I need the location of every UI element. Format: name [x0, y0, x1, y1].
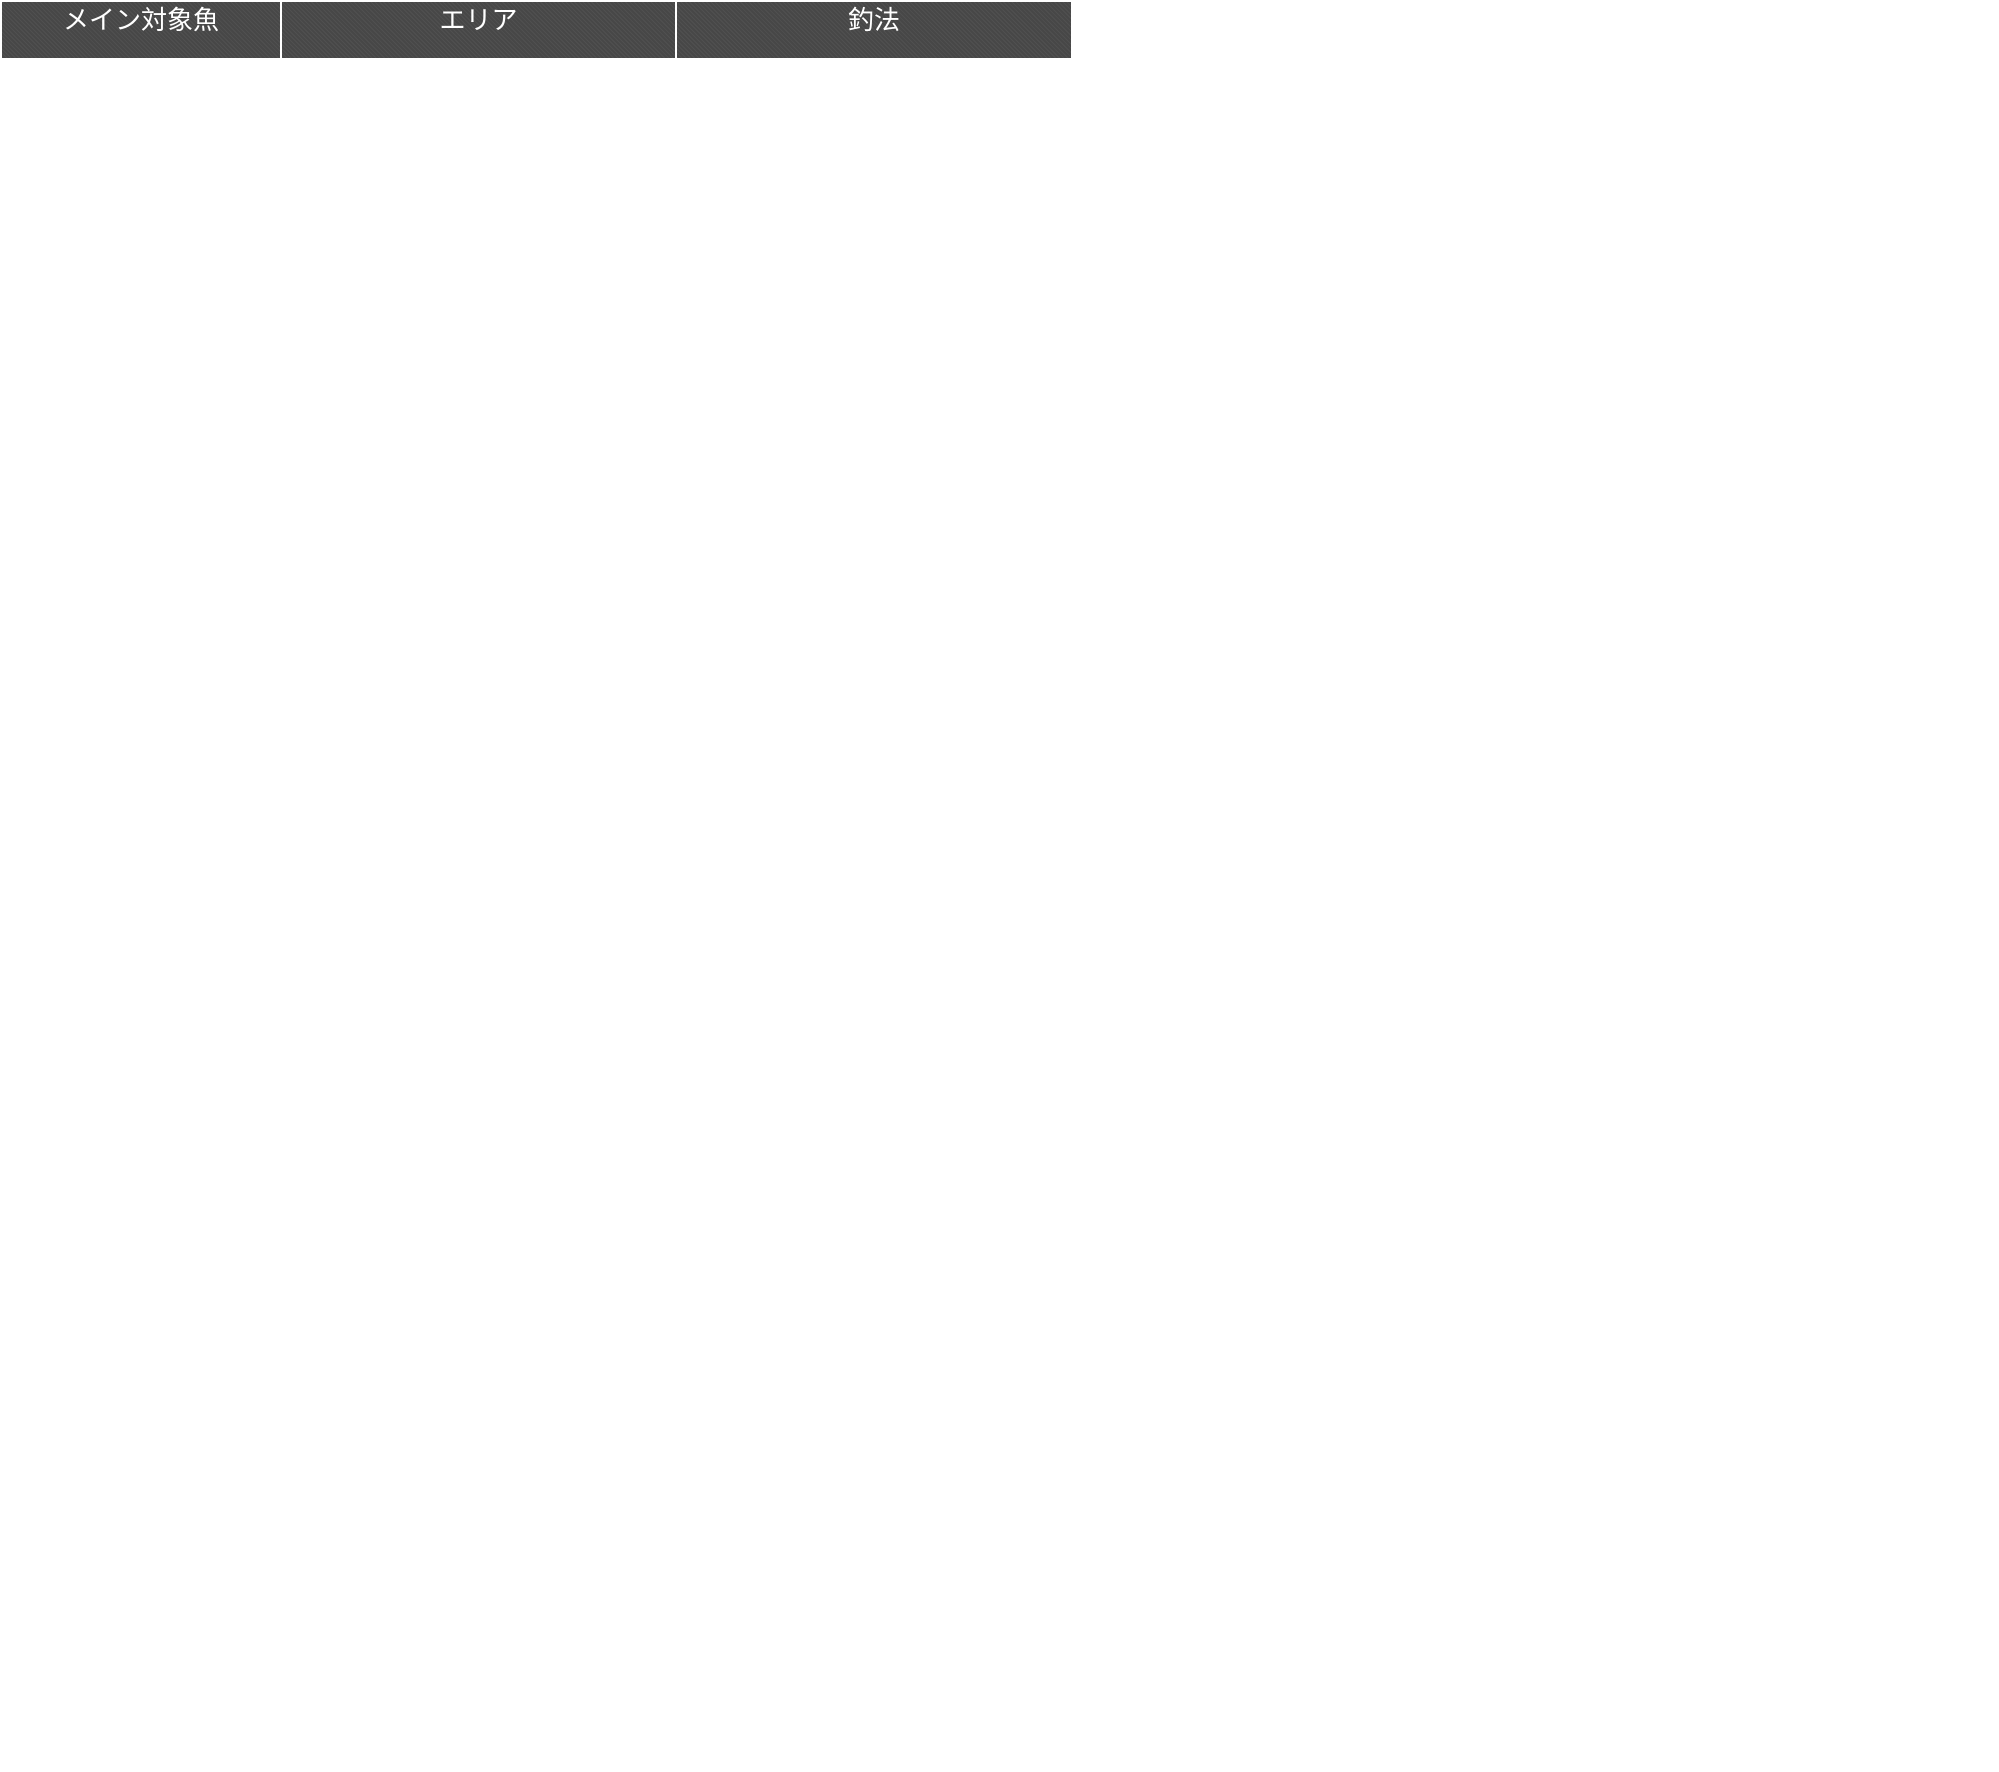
table-header-row: メイン対象魚 エリア 釣法 [2, 2, 1071, 58]
column-header-main-target-fish[interactable]: メイン対象魚 [2, 2, 282, 58]
column-header-fishing-method[interactable]: 釣法 [677, 2, 1071, 58]
column-header-area[interactable]: エリア [282, 2, 677, 58]
